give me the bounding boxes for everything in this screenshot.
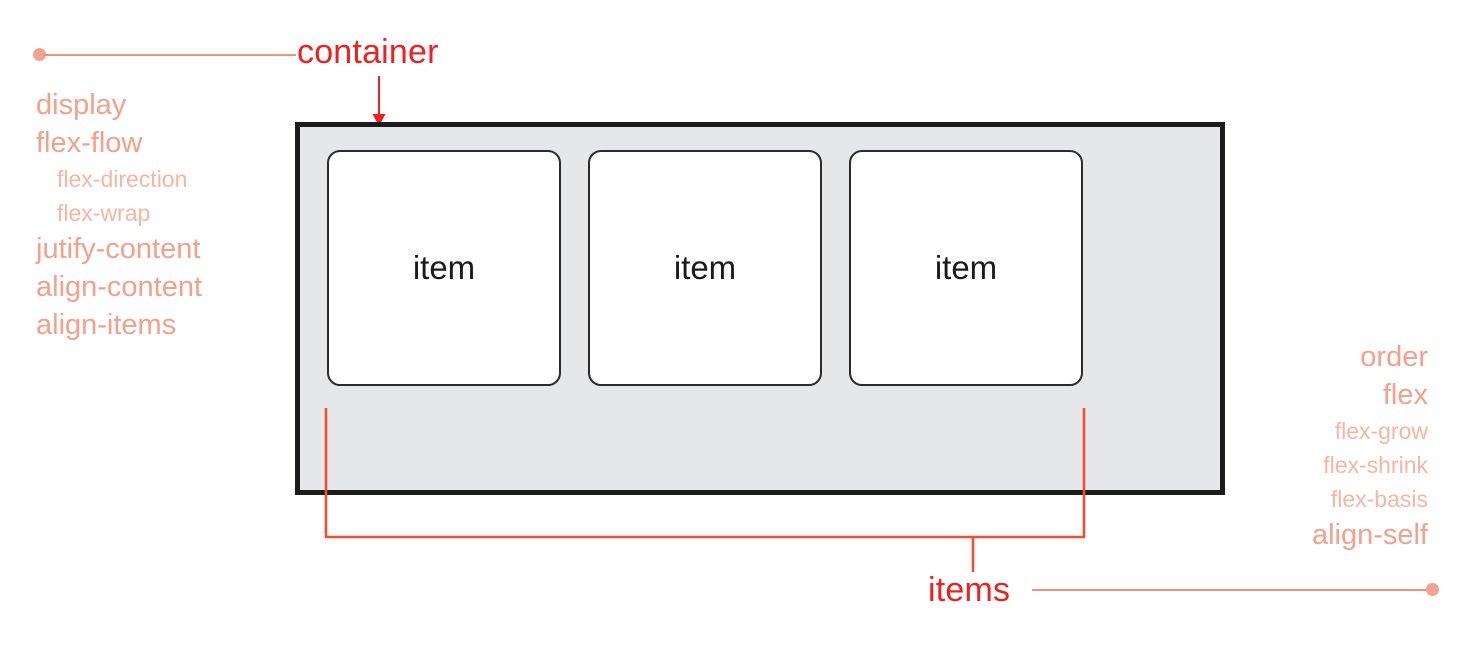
items-connector-line xyxy=(1032,589,1428,591)
container-label: container xyxy=(297,33,439,71)
property-flex-wrap: flex-wrap xyxy=(57,200,151,226)
property-align-items: align-items xyxy=(36,309,177,341)
property-flex-flow: flex-flow xyxy=(36,127,143,159)
flex-item: item xyxy=(588,150,822,386)
property-flex-grow: flex-grow xyxy=(1334,418,1428,444)
container-connector-line xyxy=(44,54,296,56)
flex-item: item xyxy=(849,150,1083,386)
items-connector-dot xyxy=(1426,583,1439,596)
flex-item: item xyxy=(327,150,561,386)
items-label: items xyxy=(928,571,1011,609)
property-flex-basis: flex-basis xyxy=(1330,486,1428,512)
property-align-self: align-self xyxy=(1311,519,1428,551)
property-align-content: align-content xyxy=(36,271,203,303)
container-properties-list: display flex-flow flex-direction flex-wr… xyxy=(36,86,202,344)
property-justify-content: jutify-content xyxy=(36,233,201,265)
property-flex-shrink: flex-shrink xyxy=(1323,452,1428,478)
property-display: display xyxy=(36,89,127,121)
property-flex: flex xyxy=(1382,379,1428,411)
container-arrow-icon xyxy=(372,76,386,126)
container-connector-dot xyxy=(33,48,46,61)
property-order: order xyxy=(1360,341,1428,373)
property-flex-direction: flex-direction xyxy=(57,166,188,192)
flex-items-row: item item item xyxy=(327,150,1083,386)
item-properties-list: order flex flex-grow flex-shrink flex-ba… xyxy=(1312,338,1428,554)
flex-container-box: item item item xyxy=(295,122,1225,495)
